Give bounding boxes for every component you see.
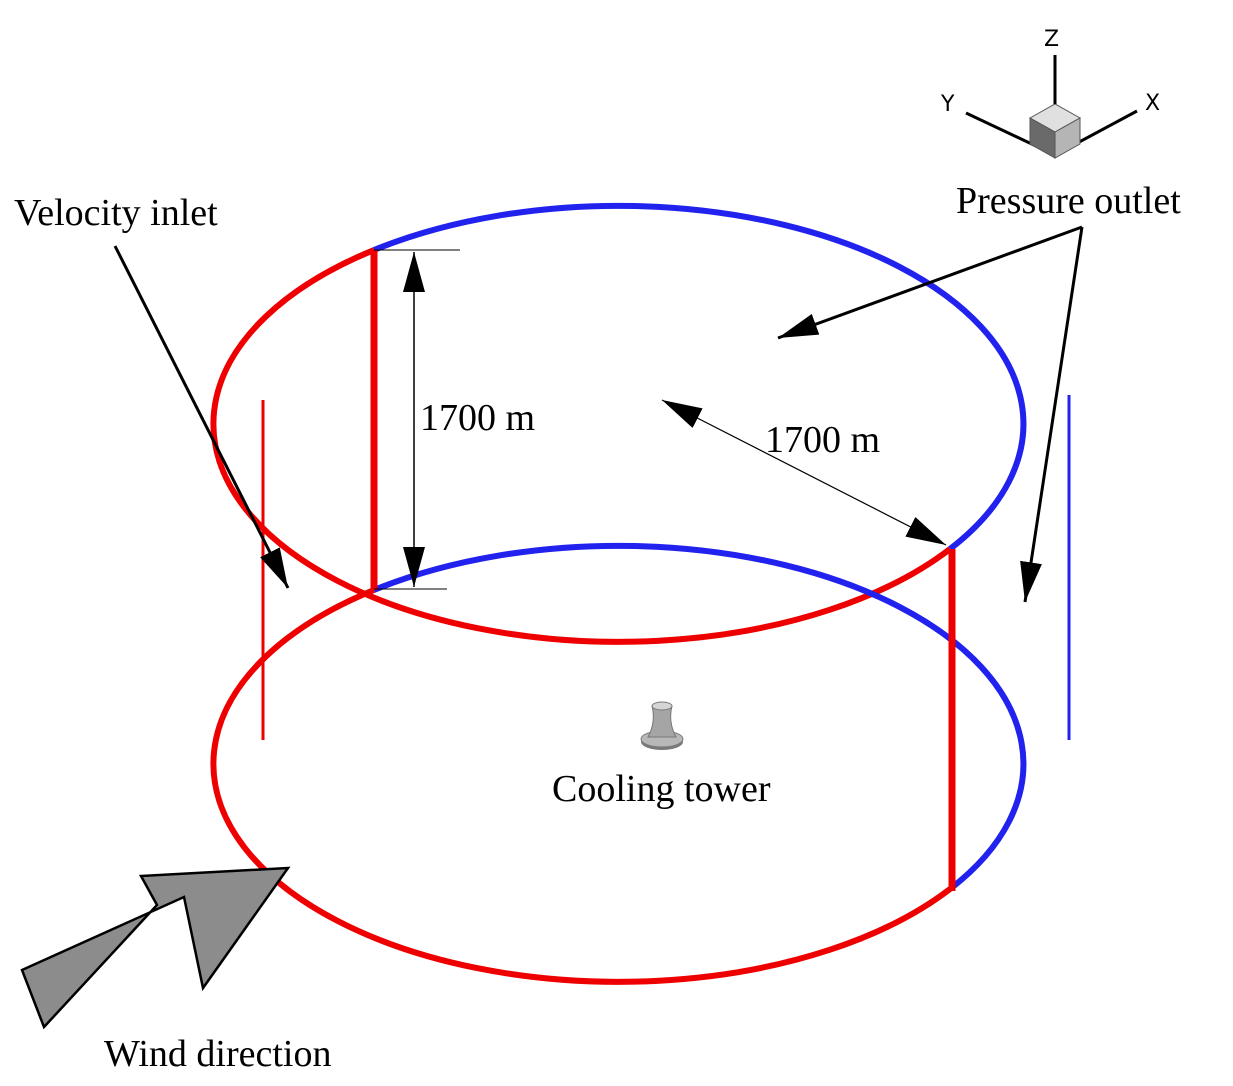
bottom-inlet-arc xyxy=(210,587,952,985)
radius-dimension-line xyxy=(661,399,947,546)
radius-dimension-label: 1700 m xyxy=(765,419,880,461)
cooling-tower-label: Cooling tower xyxy=(552,768,771,810)
top-inlet-arc xyxy=(210,247,952,645)
velocity-inlet-label: Velocity inlet xyxy=(14,192,218,234)
y-axis-label: Y xyxy=(940,92,955,117)
height-dimension-label: 1700 m xyxy=(420,397,535,439)
x-axis-label: X xyxy=(1145,91,1160,116)
pressure-outlet-label: Pressure outlet xyxy=(956,180,1181,222)
pressure-outlet-arrow-side xyxy=(1020,226,1084,603)
z-axis-label: Z xyxy=(1044,27,1059,52)
axis-cube-icon xyxy=(965,55,1138,159)
bottom-outlet-arc xyxy=(372,542,1027,892)
velocity-inlet-arrow xyxy=(113,245,290,589)
top-outlet-arc xyxy=(372,202,1027,552)
wind-arrow-icon xyxy=(20,866,291,1030)
wind-direction-label: Wind direction xyxy=(104,1033,331,1075)
cooling-tower-icon xyxy=(640,701,684,750)
pressure-outlet-arrow-top xyxy=(777,225,1083,340)
